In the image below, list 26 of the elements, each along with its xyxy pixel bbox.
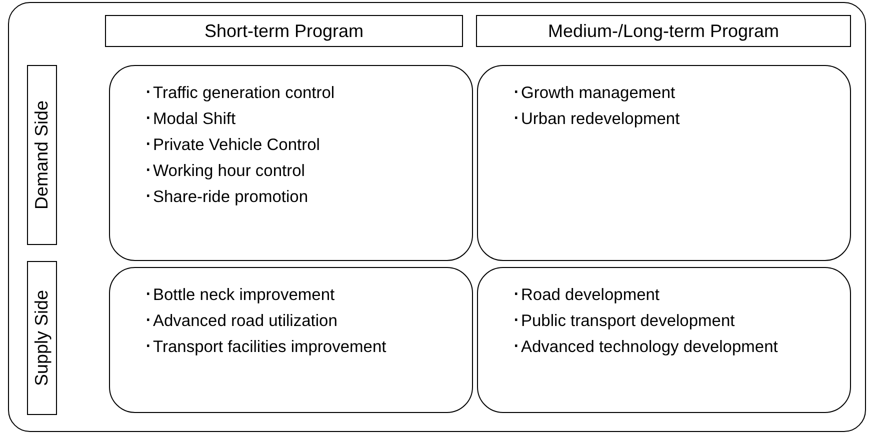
measure-panel: [109, 267, 473, 413]
bullet-item: ･Urban redevelopment: [512, 109, 680, 130]
bullet-item: ･Working hour control: [144, 161, 305, 182]
bullet-item: ･Public transport development: [512, 311, 735, 332]
header-label: Medium-/Long-term Program: [548, 20, 780, 42]
column-header: [476, 15, 851, 47]
column-header: [105, 15, 463, 47]
bullet-item: ･Modal Shift: [144, 109, 236, 130]
measure-panel: [477, 65, 851, 261]
bullet-item: ･Advanced road utilization: [144, 311, 338, 332]
header-label: Demand Side: [32, 100, 52, 210]
header-label: Short-term Program: [204, 20, 364, 42]
bullet-item: ･Growth management: [512, 83, 676, 104]
header-label: Supply Side: [32, 290, 52, 386]
frame-background: [8, 2, 866, 432]
bullet-item: ･Bottle neck improvement: [144, 285, 335, 306]
measure-panel: [109, 65, 473, 261]
bullet-item: ･Transport facilities improvement: [144, 337, 386, 358]
row-header: [27, 65, 57, 245]
measure-panel: [477, 267, 851, 413]
bullet-item: ･Share-ride promotion: [144, 187, 308, 208]
bullet-item: ･Private Vehicle Control: [144, 135, 320, 156]
row-header: [27, 261, 57, 415]
bullet-item: ･Traffic generation control: [144, 83, 335, 104]
bullet-item: ･Road development: [512, 285, 660, 306]
bullet-item: ･Advanced technology development: [512, 337, 778, 358]
